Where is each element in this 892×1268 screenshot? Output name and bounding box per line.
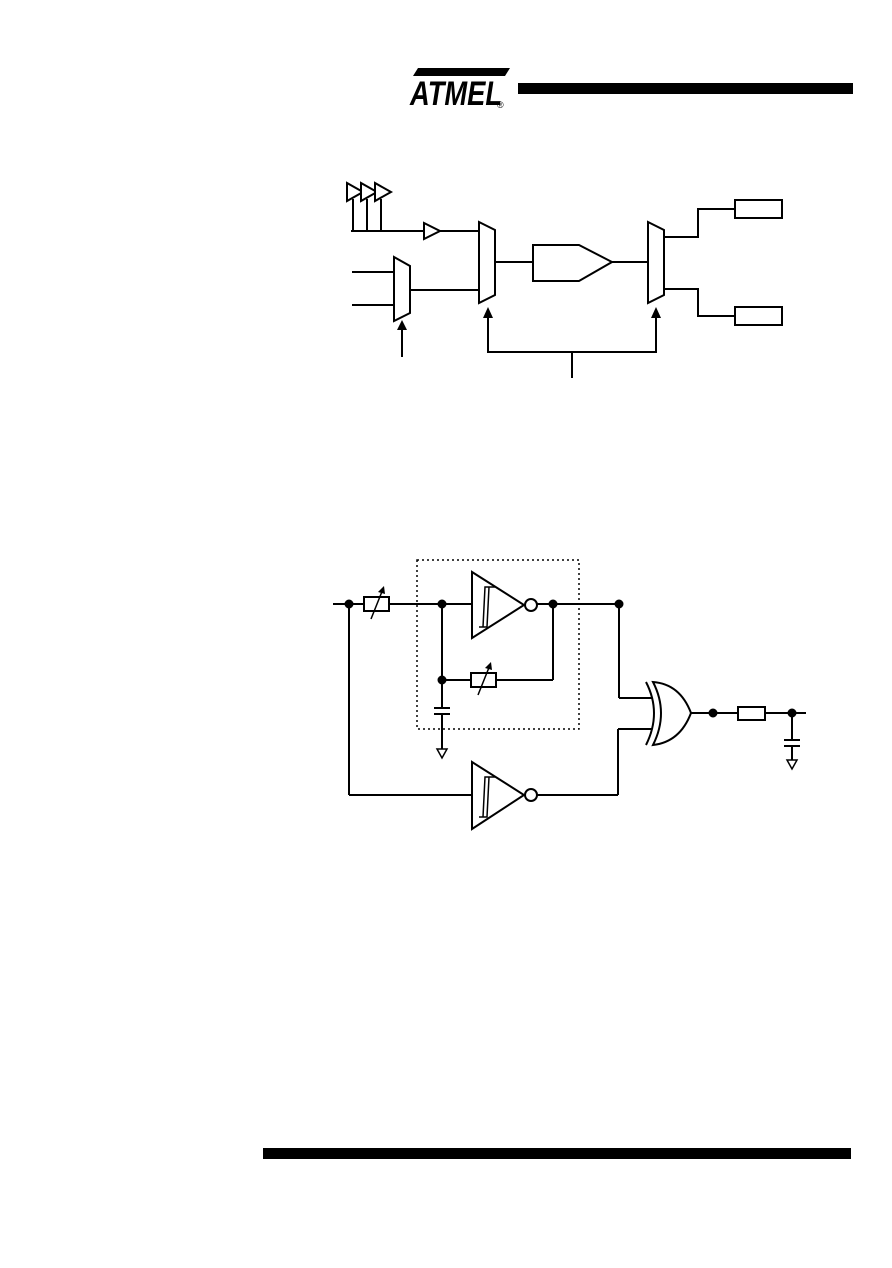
select-line (483, 307, 661, 378)
logo-text: ATMEL (409, 75, 502, 113)
output-box-top (734, 199, 783, 219)
variable-resistor-input (363, 586, 390, 620)
main-mux (478, 220, 496, 305)
output-resistor (737, 706, 766, 721)
header-rule (518, 83, 853, 94)
output-capacitor (784, 713, 800, 771)
comparator (532, 244, 615, 282)
schmitt-inverter-bottom (471, 760, 538, 831)
feedback-variable-resistor (470, 662, 497, 696)
reference-buffers (346, 181, 424, 232)
capacitor-ground (434, 707, 450, 760)
schmitt-xor-diagram (333, 559, 806, 831)
footer-rule (263, 1148, 851, 1159)
output-demux (647, 220, 665, 305)
registered-mark: ® (497, 100, 504, 110)
input-buffer (423, 221, 443, 241)
xor-gate (645, 680, 693, 747)
atmel-logo: ATMEL ® (409, 68, 510, 113)
schmitt-inverter-top (471, 570, 538, 640)
output-box-bottom (734, 306, 783, 326)
dotted-module (416, 559, 580, 730)
input-mux (393, 255, 411, 323)
block-diagram (346, 181, 783, 378)
